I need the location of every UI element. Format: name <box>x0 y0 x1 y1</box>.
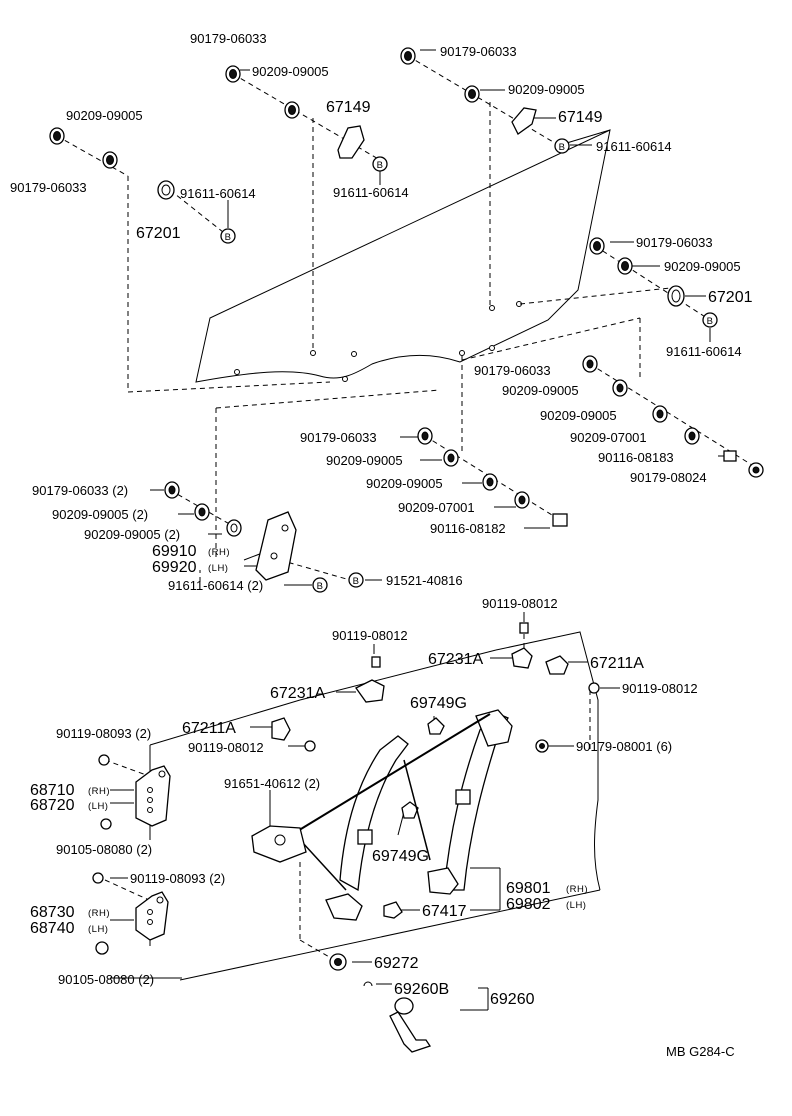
part-number: 90179-06033 <box>190 31 267 46</box>
leader-lines <box>110 49 711 1011</box>
part-number: 90119-08012 <box>482 596 558 611</box>
window-regulator <box>251 709 513 921</box>
part-number: 90179-06033 (2) <box>32 483 128 498</box>
part-number: 91651-40612 (2) <box>224 776 320 791</box>
part-labels: 90179-06033 90209-09005 67149 90179-0603… <box>10 31 753 1059</box>
svg-text:B: B <box>225 232 232 243</box>
part-number: 90119-08093 (2) <box>56 726 151 741</box>
part-number: 90116-08183 <box>598 450 674 465</box>
door-hinges <box>135 765 171 941</box>
part-number: 91611-60614 <box>666 344 742 359</box>
part-number: 90209-09005 <box>326 453 403 468</box>
part-number: 90179-06033 <box>10 180 87 195</box>
b-marker: B <box>220 228 236 244</box>
part-number: 91521-40816 <box>386 573 463 588</box>
part-number: 69749G <box>372 848 429 865</box>
part-number: 67149 <box>558 109 603 126</box>
part-number: 90209-09005 <box>508 82 585 97</box>
part-number: 67417 <box>422 903 467 920</box>
b-markers: B B B B B B <box>220 138 718 593</box>
crank-handle <box>389 997 432 1053</box>
svg-text:B: B <box>317 581 324 592</box>
part-number: 90119-08012 <box>332 628 408 643</box>
part-number: 69802 <box>506 896 551 913</box>
svg-text:B: B <box>377 160 384 171</box>
part-side-tag: (RH) <box>208 547 230 558</box>
brackets <box>255 107 569 919</box>
part-side-tag: (RH) <box>566 884 588 895</box>
part-number: 69260B <box>394 981 449 998</box>
part-number: 90209-09005 <box>664 259 741 274</box>
b-marker: B <box>348 572 364 588</box>
part-number: 90179-08001 (6) <box>576 739 672 754</box>
part-side-tag: (RH) <box>88 786 110 797</box>
b-marker: B <box>554 138 570 154</box>
part-number: 69920 <box>152 559 197 576</box>
svg-text:B: B <box>707 316 714 327</box>
part-number: 90179-06033 <box>440 44 517 59</box>
b-marker: B <box>702 312 718 328</box>
part-number: 90179-06033 <box>474 363 551 378</box>
part-number: 69260 <box>490 991 535 1008</box>
svg-text:B: B <box>559 142 566 153</box>
part-number: 67231A <box>270 685 325 702</box>
b-marker: B <box>312 577 328 593</box>
part-number: 90105-08080 (2) <box>56 842 152 857</box>
part-number: 68740 <box>30 920 75 937</box>
part-number: 90209-09005 (2) <box>84 527 180 542</box>
part-number: 69749G <box>410 695 467 712</box>
part-number: 90209-07001 <box>570 430 647 445</box>
svg-text:B: B <box>353 576 360 587</box>
part-number: 90179-06033 <box>300 430 377 445</box>
part-number: 90105-08080 (2) <box>58 972 154 987</box>
part-number: 67201 <box>136 225 181 242</box>
part-number: 90209-09005 <box>66 108 143 123</box>
part-number: 67231A <box>428 651 483 668</box>
part-number: 69272 <box>374 955 419 972</box>
part-number: 90119-08093 (2) <box>130 871 225 886</box>
part-number: 69910 <box>152 543 197 560</box>
part-number: 91611-60614 <box>596 139 672 154</box>
part-number: 67211A <box>182 720 236 737</box>
part-number: 68720 <box>30 797 75 814</box>
part-number: 90209-07001 <box>398 500 475 515</box>
part-number: 90179-08024 <box>630 470 707 485</box>
part-side-tag: (LH) <box>88 924 108 935</box>
door-glass-outline <box>195 129 611 383</box>
part-number: 67211A <box>590 655 644 672</box>
part-number: 90119-08012 <box>188 740 264 755</box>
part-number: 91611-60614 <box>333 185 409 200</box>
diagram-code: MB G284-C <box>666 1044 735 1059</box>
part-number: 68730 <box>30 904 75 921</box>
part-side-tag: (RH) <box>88 908 110 919</box>
part-number: 90209-09005 <box>540 408 617 423</box>
part-number: 90116-08182 <box>430 521 506 536</box>
part-side-tag: (LH) <box>566 900 586 911</box>
part-number: 90209-09005 <box>502 383 579 398</box>
b-marker: B <box>372 156 388 172</box>
part-number: 69801 <box>506 880 551 897</box>
part-number: 90209-09005 <box>252 64 329 79</box>
part-number: 90179-06033 <box>636 235 713 250</box>
part-side-tag: (LH) <box>88 801 108 812</box>
part-number: 67201 <box>708 289 753 306</box>
part-number: 90119-08012 <box>622 681 698 696</box>
part-side-tag: (LH) <box>208 563 228 574</box>
part-number: 90209-09005 <box>366 476 443 491</box>
part-number: 68710 <box>30 782 75 799</box>
part-number: 90209-09005 (2) <box>52 507 148 522</box>
part-number: 91611-60614 <box>180 186 256 201</box>
part-number: 67149 <box>326 99 371 116</box>
part-number: 91611-60614 (2) <box>168 578 263 593</box>
fasteners <box>49 47 764 987</box>
